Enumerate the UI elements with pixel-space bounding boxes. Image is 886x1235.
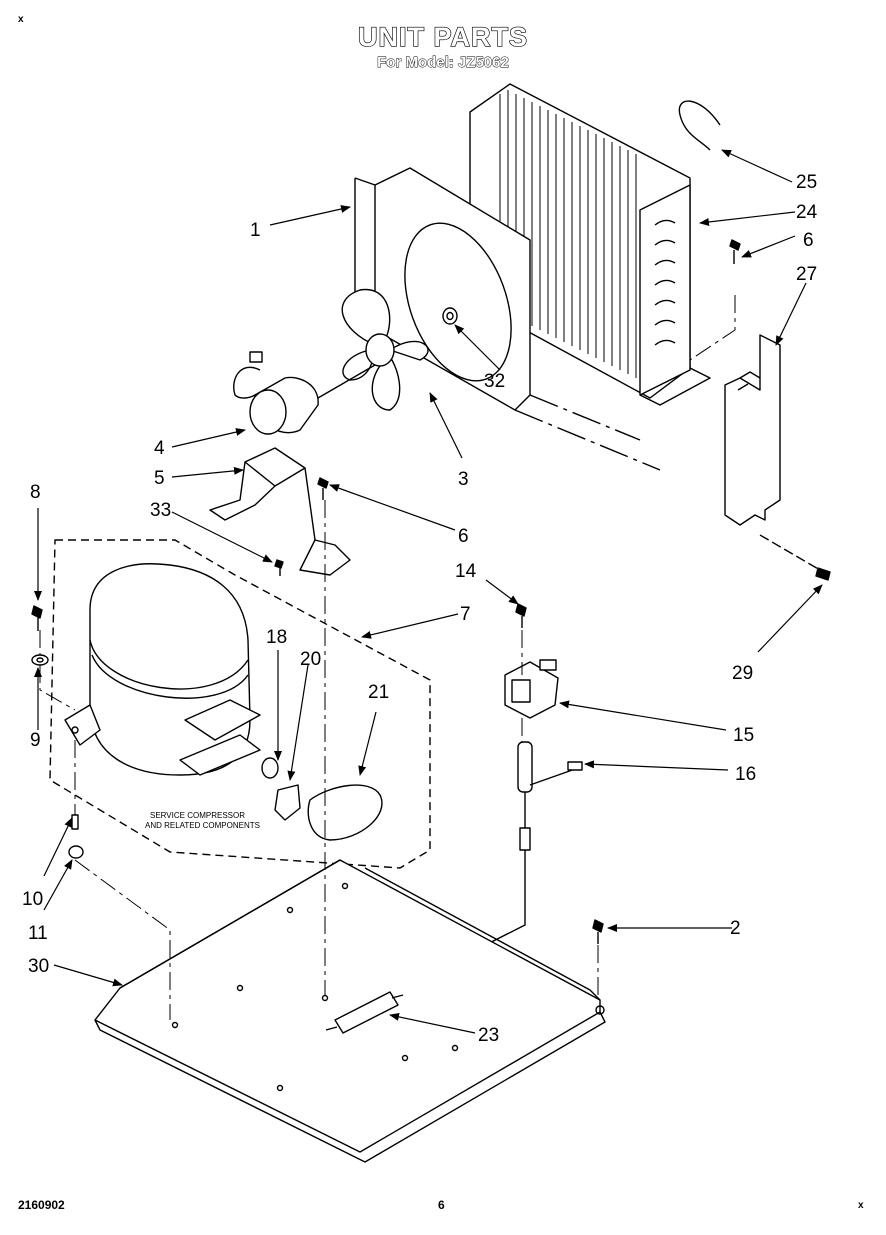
document-number: 2160902 bbox=[18, 1198, 65, 1212]
screw-6-lower bbox=[317, 477, 329, 500]
callout-18: 18 bbox=[266, 627, 287, 648]
sleeve-10 bbox=[71, 814, 79, 830]
callout-32: 32 bbox=[484, 371, 505, 392]
callout-33: 33 bbox=[150, 500, 171, 521]
solenoid-coil bbox=[504, 659, 559, 719]
compressor-group-box bbox=[49, 539, 431, 869]
callout-6-lower: 6 bbox=[458, 526, 469, 547]
screw-2 bbox=[592, 919, 604, 944]
wire-hook bbox=[678, 100, 721, 151]
screw-8 bbox=[31, 605, 43, 631]
service-note-line-2: AND RELATED COMPONENTS bbox=[145, 821, 260, 830]
callout-29: 29 bbox=[732, 663, 753, 684]
page-number: 6 bbox=[438, 1198, 445, 1212]
grommet-11 bbox=[68, 845, 84, 859]
callout-15: 15 bbox=[733, 725, 754, 746]
bracket-panel bbox=[724, 334, 781, 526]
filter-drier bbox=[325, 991, 404, 1034]
screw-29 bbox=[815, 567, 831, 581]
page-title: UNIT PARTS bbox=[357, 21, 528, 52]
callout-30: 30 bbox=[28, 956, 49, 977]
washer-9 bbox=[31, 654, 49, 666]
callout-27: 27 bbox=[796, 264, 817, 285]
overload-protector bbox=[261, 757, 279, 779]
callout-11: 11 bbox=[28, 923, 48, 944]
callout-20: 20 bbox=[300, 649, 321, 670]
callout-8: 8 bbox=[30, 482, 41, 503]
model-subtitle: For Model: JZ5062 bbox=[377, 54, 510, 72]
corner-mark-bottom-right: x bbox=[858, 1200, 864, 1211]
callout-2: 2 bbox=[730, 918, 741, 939]
compressor bbox=[64, 563, 261, 776]
callout-4: 4 bbox=[154, 438, 165, 459]
callout-14: 14 bbox=[455, 561, 477, 582]
relay-cover bbox=[307, 784, 383, 841]
callout-23: 23 bbox=[478, 1025, 499, 1046]
fan-motor bbox=[233, 351, 376, 435]
relay bbox=[274, 784, 301, 821]
callout-24: 24 bbox=[796, 202, 818, 223]
callout-10: 10 bbox=[22, 889, 43, 910]
callout-21: 21 bbox=[368, 682, 389, 703]
callout-9: 9 bbox=[30, 730, 41, 751]
callout-7: 7 bbox=[460, 604, 471, 625]
callout-16: 16 bbox=[735, 764, 756, 785]
screw-33 bbox=[274, 559, 284, 576]
callout-5: 5 bbox=[154, 468, 165, 489]
callout-1: 1 bbox=[250, 220, 261, 241]
callout-25: 25 bbox=[796, 172, 817, 193]
fan-blade bbox=[341, 288, 429, 411]
motor-bracket bbox=[209, 447, 351, 576]
callout-3: 3 bbox=[458, 469, 469, 490]
screw-14 bbox=[515, 603, 527, 628]
callout-6-upper: 6 bbox=[803, 230, 814, 251]
base-pan bbox=[94, 859, 606, 1163]
screw-6-upper bbox=[729, 239, 741, 264]
service-note-line-1: SERVICE COMPRESSOR bbox=[150, 811, 245, 820]
corner-mark-top-left: x bbox=[18, 14, 24, 25]
